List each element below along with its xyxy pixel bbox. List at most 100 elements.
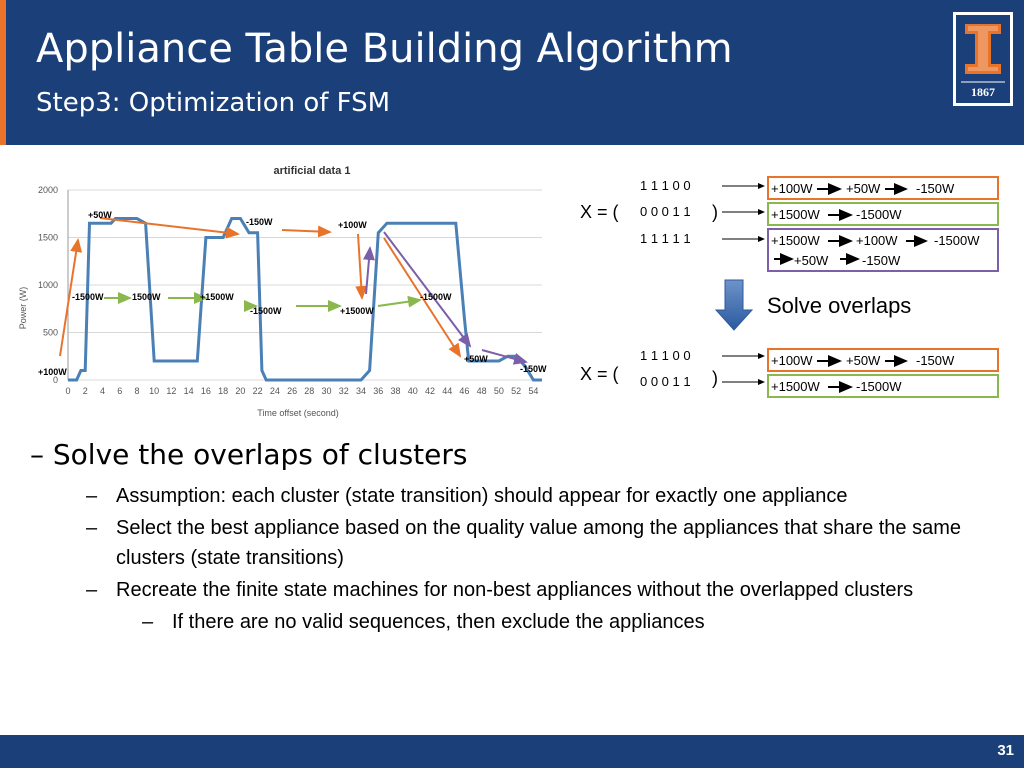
fsm-state: -150W <box>916 353 955 368</box>
purple-arrow <box>383 231 472 348</box>
purple-arrow <box>481 349 528 365</box>
solve-overlaps-label: Solve overlaps <box>767 293 911 318</box>
x-tick-label: 38 <box>390 386 400 396</box>
fsm-state: +1500W <box>771 207 821 222</box>
fsm-state: -1500W <box>934 233 980 248</box>
sub-bullet: – Select the best appliance based on the… <box>86 513 990 573</box>
chart-annotation: +100W <box>38 367 67 377</box>
chart-annotation: +100W <box>338 220 367 230</box>
orange-arrow <box>59 238 83 357</box>
down-arrow-icon <box>714 279 754 331</box>
bits-row: 0 0 0 1 1 <box>640 374 691 389</box>
sub-bullet: – Assumption: each cluster (state transi… <box>86 481 990 511</box>
x-tick-label: 22 <box>253 386 263 396</box>
fsm-box-green <box>767 202 999 226</box>
fsm-state: +50W <box>794 253 829 268</box>
x-tick-label: 50 <box>494 386 504 396</box>
y-tick-label: 500 <box>43 328 58 338</box>
x-tick-label: 6 <box>117 386 122 396</box>
close-paren: ) <box>712 368 718 388</box>
x-tick-label: 46 <box>459 386 469 396</box>
fsm-state: -1500W <box>856 207 902 222</box>
bits-row: 1 1 1 1 1 <box>640 231 691 246</box>
slide-footer: 31 <box>0 735 1024 768</box>
bits-row: 0 0 0 1 1 <box>640 204 691 219</box>
page-number: 31 <box>997 742 1014 759</box>
purple-arrow <box>362 246 375 295</box>
chart-annotation: -150W <box>520 364 547 374</box>
slide-header: Appliance Table Building Algorithm Step3… <box>0 0 1024 145</box>
chart-title: artificial data 1 <box>273 165 350 177</box>
fsm-state: +100W <box>771 181 813 196</box>
sub-sub-bullet-text: If there are no valid sequences, then ex… <box>172 611 705 633</box>
x-tick-label: 52 <box>511 386 521 396</box>
x-tick-label: 18 <box>218 386 228 396</box>
bullet-list: – Solve the overlaps of clusters – Assum… <box>30 438 990 637</box>
fsm-state: -1500W <box>856 379 902 394</box>
fsm-state: +1500W <box>771 233 821 248</box>
x-tick-label: 14 <box>184 386 194 396</box>
orange-arrow <box>99 217 240 239</box>
orange-arrow <box>383 237 462 358</box>
x-tick-label: 42 <box>425 386 435 396</box>
sub-sub-bullet: – If there are no valid sequences, then … <box>142 607 990 637</box>
x-tick-label: 54 <box>528 386 538 396</box>
close-paren: ) <box>712 202 718 222</box>
fsm-state: +50W <box>846 181 881 196</box>
y-tick-label: 2000 <box>38 185 58 195</box>
slide-title: Appliance Table Building Algorithm <box>36 26 733 72</box>
bullet-dash: – <box>142 611 154 633</box>
fsm-box-green <box>767 374 999 398</box>
x-tick-label: 40 <box>408 386 418 396</box>
orange-arrow <box>355 233 368 300</box>
chart-annotation: +1500W <box>200 292 234 302</box>
header-accent-bar <box>0 0 6 145</box>
x-tick-label: 20 <box>235 386 245 396</box>
x-tick-label: 44 <box>442 386 452 396</box>
logo-year: 1867 <box>971 85 995 99</box>
x-tick-label: 32 <box>339 386 349 396</box>
x-equals-label: X = ( <box>580 364 619 384</box>
x-tick-label: 2 <box>83 386 88 396</box>
x-tick-label: 16 <box>201 386 211 396</box>
chart-annotation: -150W <box>246 217 273 227</box>
x-tick-label: 0 <box>65 386 70 396</box>
fsm-state: +1500W <box>771 379 821 394</box>
x-tick-label: 12 <box>166 386 176 396</box>
chart-annotation: +50W <box>88 210 112 220</box>
sub-bullet: – Recreate the finite state machines for… <box>86 575 990 605</box>
sub-bullet-text: Assumption: each cluster (state transiti… <box>116 485 848 507</box>
bullet-dash: – <box>86 517 98 539</box>
fsm-state: +100W <box>771 353 813 368</box>
fsm-state: +100W <box>856 233 898 248</box>
fsm-state: -150W <box>862 253 901 268</box>
x-tick-label: 26 <box>287 386 297 396</box>
fsm-state: +50W <box>846 353 881 368</box>
y-tick-label: 1000 <box>38 280 58 290</box>
y-tick-label: 0 <box>53 375 58 385</box>
x-tick-label: 34 <box>356 386 366 396</box>
main-bullet: – Solve the overlaps of clusters <box>30 438 468 471</box>
chart-annotation: -1500W <box>250 306 282 316</box>
slide-subtitle: Step3: Optimization of FSM <box>36 88 391 118</box>
university-logo: 1867 <box>953 12 1013 106</box>
x-tick-label: 36 <box>373 386 383 396</box>
fsm-diagram: 1 1 1 0 0 X = ( 0 0 0 1 1 ) 1 1 1 1 1 +1… <box>580 176 999 398</box>
x-tick-label: 28 <box>304 386 314 396</box>
x-tick-label: 30 <box>322 386 332 396</box>
orange-arrow <box>281 225 332 238</box>
fsm-box-orange <box>767 348 999 372</box>
annotation-arrows <box>59 217 528 365</box>
y-tick-label: 1500 <box>38 233 58 243</box>
sub-bullet-text: Recreate the finite state machines for n… <box>116 579 914 601</box>
x-axis-label: Time offset (second) <box>257 408 339 418</box>
bullet-dash: – <box>86 579 98 601</box>
chart-annotation: -1500W <box>72 292 104 302</box>
fsm-box-orange <box>767 176 999 200</box>
chart-annotation: +50W <box>464 354 488 364</box>
x-tick-label: 4 <box>100 386 105 396</box>
chart-annotation: -1500W <box>420 292 452 302</box>
x-tick-label: 24 <box>270 386 280 396</box>
chart-annotation: 1500W <box>132 292 161 302</box>
